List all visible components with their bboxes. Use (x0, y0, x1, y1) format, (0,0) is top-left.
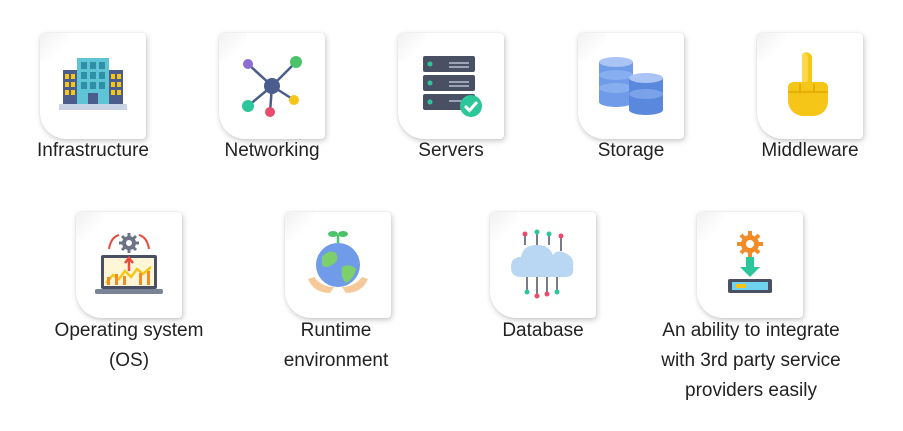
label-os-line-2: (OS) (108, 350, 150, 371)
globe-in-hands-icon (308, 231, 368, 293)
label-integration-line-1: An ability to integrate (662, 320, 840, 341)
tile-storage (578, 33, 684, 139)
tile-database (490, 212, 596, 318)
cloud-circuit-icon (511, 229, 574, 299)
label-storage: Storage (597, 140, 665, 161)
tile-networking (219, 33, 325, 139)
laptop-gear-icon (95, 233, 163, 294)
label-integration-line-3: providers easily (685, 380, 817, 401)
tile-os (76, 212, 182, 318)
label-runtime: Runtime environment (263, 316, 409, 376)
label-database: Database (470, 316, 616, 346)
label-infrastructure: Infrastructure (37, 140, 149, 161)
tile-runtime (285, 212, 391, 318)
label-middleware: Middleware (761, 140, 859, 161)
tile-middleware (757, 33, 863, 139)
label-integration-line-2: with 3rd party service (661, 350, 841, 371)
label-os-line-1: Operating system (54, 320, 204, 341)
card-background (40, 33, 146, 139)
pointing-hand-icon (788, 52, 828, 116)
tile-servers (398, 33, 504, 139)
label-database-line-1: Database (502, 320, 584, 341)
gear-device-icon (728, 231, 772, 293)
label-networking: Networking (224, 140, 320, 161)
label-runtime-line-2: environment (283, 350, 389, 371)
tile-integration (697, 212, 803, 318)
network-nodes-icon (242, 56, 302, 117)
building-icon (59, 58, 127, 110)
tile-infrastructure (40, 33, 146, 139)
server-rack-icon (423, 56, 482, 117)
label-integration: An ability to integrate with 3rd party s… (647, 316, 855, 406)
label-runtime-line-1: Runtime (300, 320, 372, 341)
database-cylinders-icon (599, 57, 663, 115)
label-os: Operating system (OS) (39, 316, 219, 376)
label-servers: Servers (418, 140, 484, 161)
